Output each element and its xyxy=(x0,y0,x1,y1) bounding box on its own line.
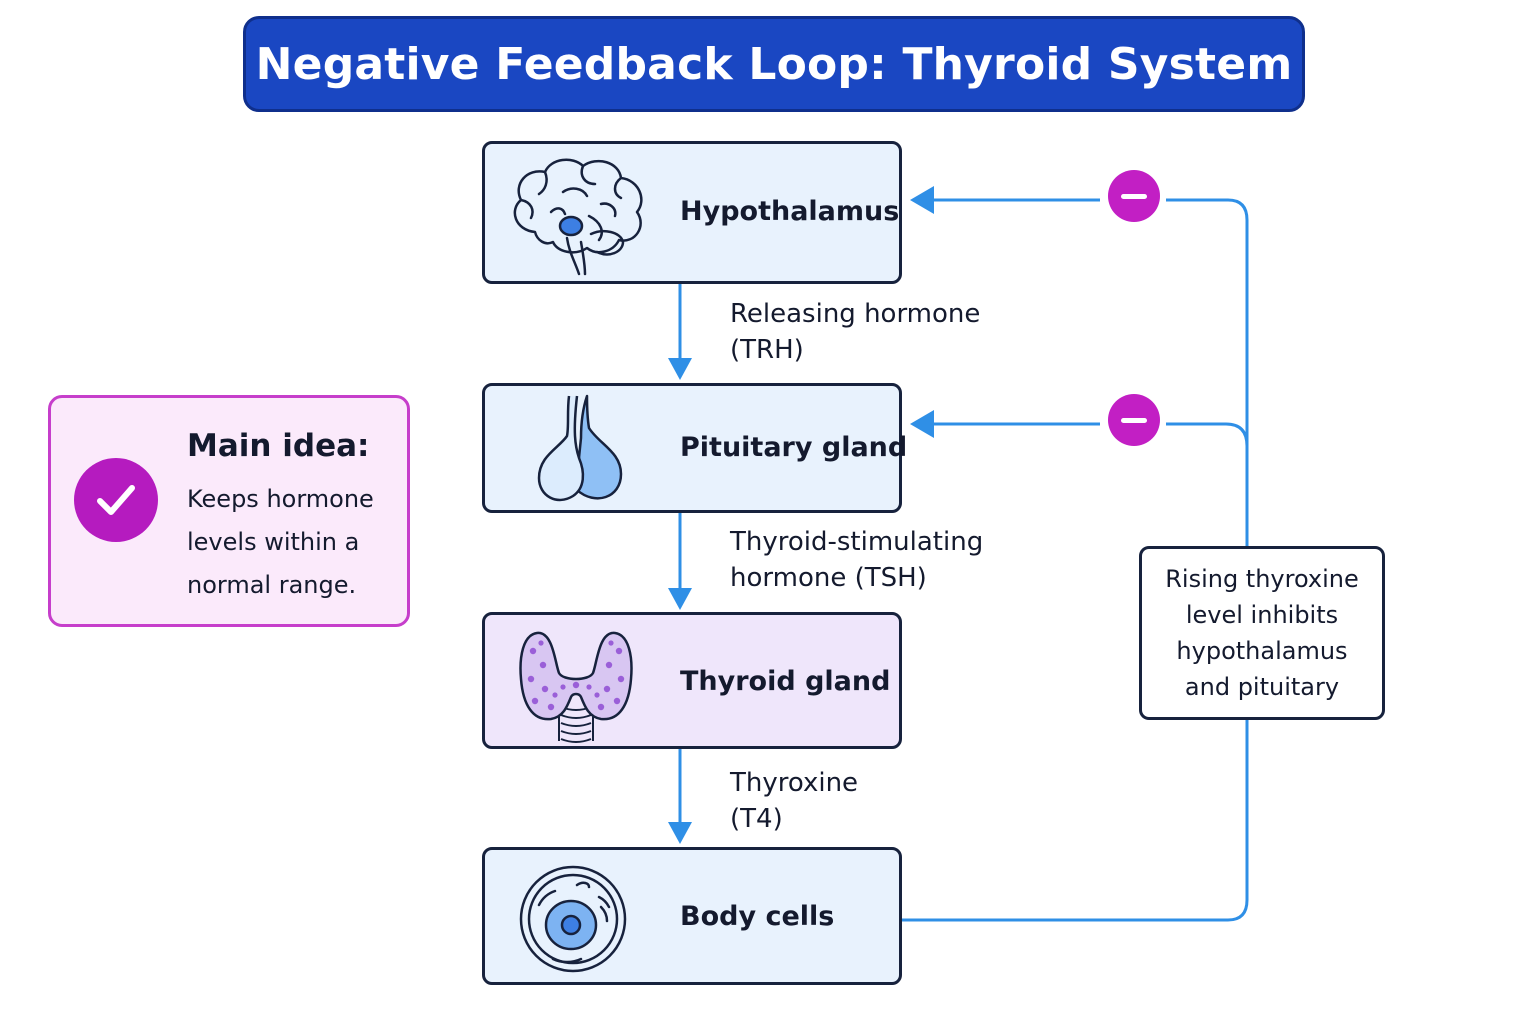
title-banner: Negative Feedback Loop: Thyroid System xyxy=(243,16,1305,112)
page-title: Negative Feedback Loop: Thyroid System xyxy=(255,38,1293,90)
feedback-note-line: and pituitary xyxy=(1184,673,1340,701)
main-idea-text: Keeps hormone levels within a normal ran… xyxy=(187,485,374,599)
feedback-note: Rising thyroxine level inhibits hypothal… xyxy=(1139,546,1385,720)
hormone-label-line: Releasing hormone xyxy=(730,299,981,329)
stage-body-cells: Body cells xyxy=(482,847,902,985)
main-idea-callout: Main idea: Keeps hormone levels within a… xyxy=(48,395,410,627)
stage-label: Body cells xyxy=(680,901,835,932)
feedback-line-to-note xyxy=(1166,198,1249,546)
feedback-branch-pituitary xyxy=(1166,422,1249,447)
stage-hypothalamus: Hypothalamus xyxy=(482,141,902,284)
stage-thyroid-gland: Thyroid gland xyxy=(482,612,902,749)
stage-label: Thyroid gland xyxy=(680,666,891,697)
hormone-label-t4: Thyroxine (T4) xyxy=(730,765,858,837)
brain-icon xyxy=(505,152,653,280)
checkmark-icon xyxy=(74,458,158,542)
hormone-label-trh: Releasing hormone (TRH) xyxy=(730,296,980,368)
main-idea-heading: Main idea: xyxy=(187,428,370,464)
feedback-note-line: level inhibits xyxy=(1185,601,1339,629)
hormone-label-line: Thyroid-stimulating xyxy=(730,527,984,557)
hormone-label-line: (T4) xyxy=(730,804,783,834)
pituitary-gland-icon xyxy=(525,392,635,512)
hormone-label-line: Thyroxine xyxy=(730,768,859,798)
hormone-label-tsh: Thyroid-stimulating hormone (TSH) xyxy=(730,524,983,596)
stage-pituitary-gland: Pituitary gland xyxy=(482,383,908,513)
body-cell-icon xyxy=(517,863,629,979)
feedback-line-from-body-cells xyxy=(902,720,1249,922)
thyroid-gland-icon xyxy=(515,623,637,751)
inhibit-minus-icon xyxy=(1108,170,1160,222)
hormone-label-line: hormone (TSH) xyxy=(730,563,927,593)
stage-label: Pituitary gland xyxy=(680,432,908,463)
feedback-note-line: Rising thyroxine xyxy=(1165,565,1359,593)
stage-label: Hypothalamus xyxy=(680,196,900,227)
hormone-label-line: (TRH) xyxy=(730,335,804,365)
inhibit-minus-icon xyxy=(1108,394,1160,446)
feedback-note-line: hypothalamus xyxy=(1176,637,1348,665)
